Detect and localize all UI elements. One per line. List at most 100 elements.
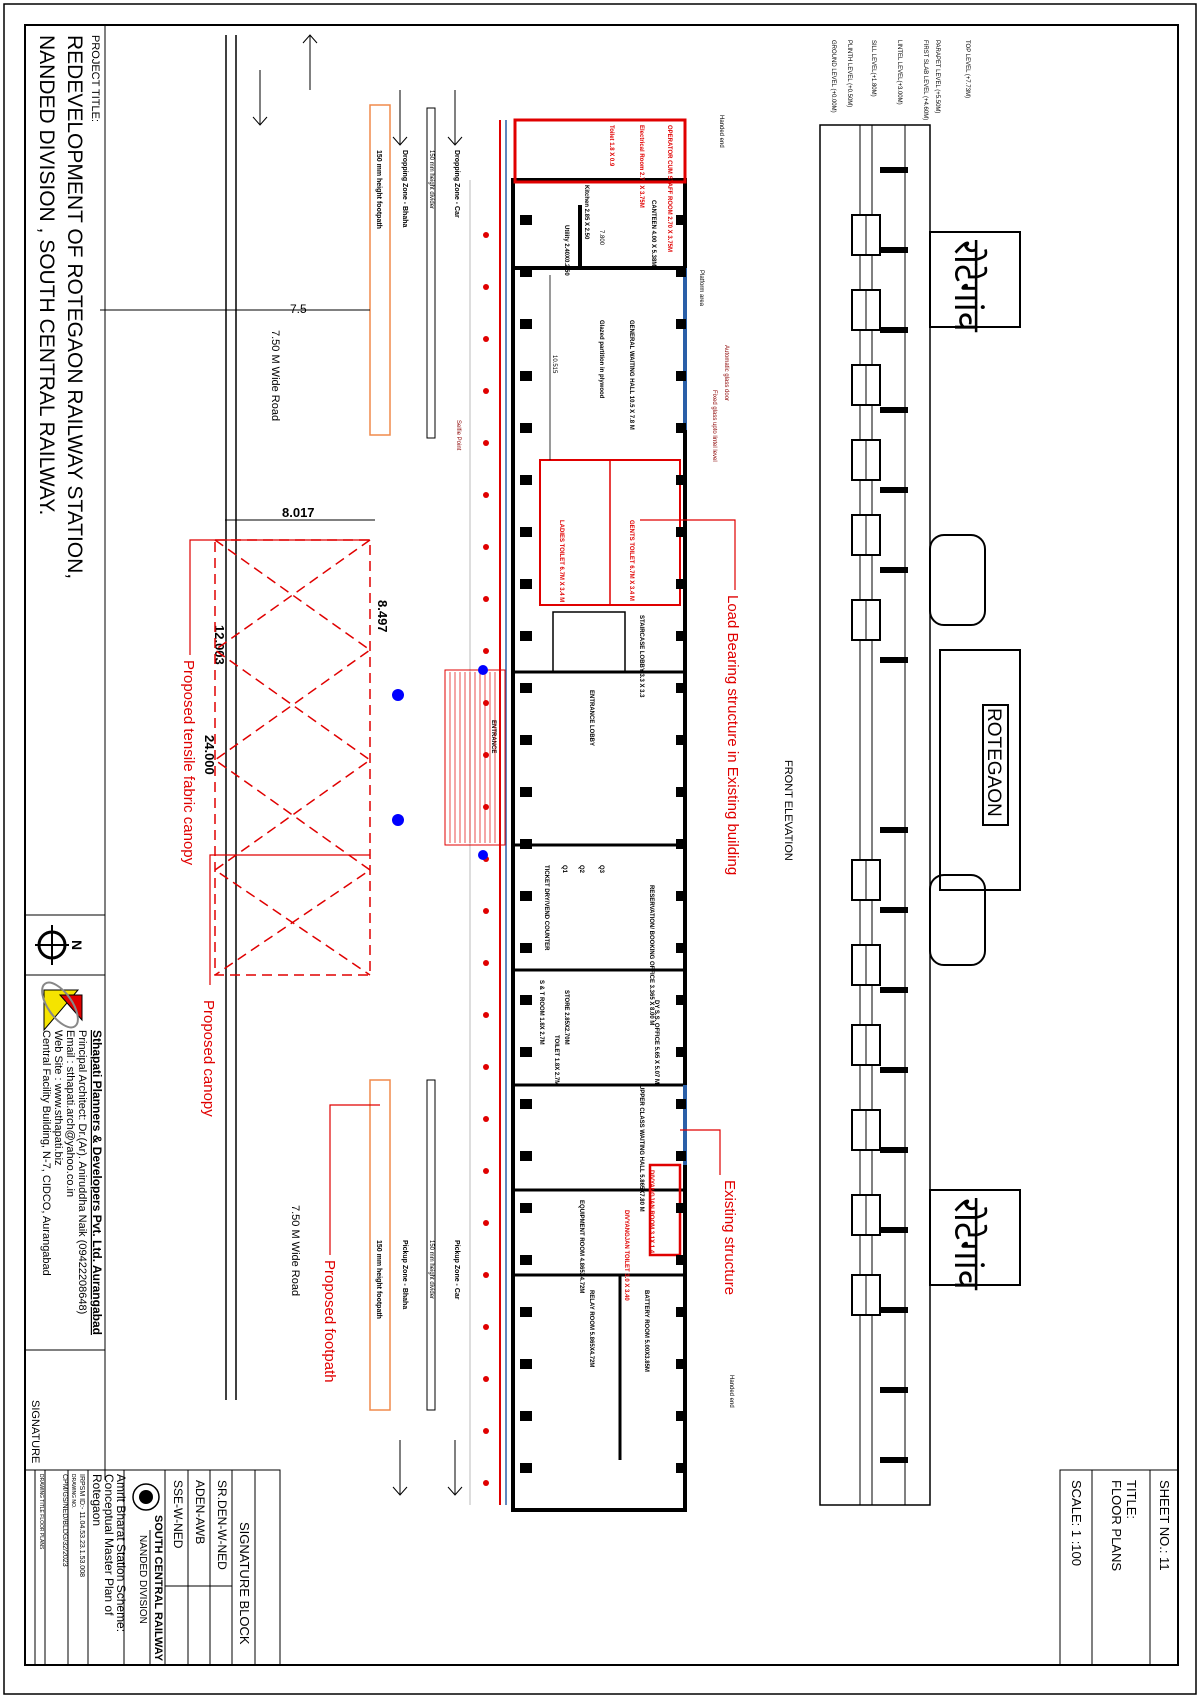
room-label: DIVYANGJAN ROOM 3.1X 1.4: [648, 1170, 654, 1254]
column: [676, 1047, 686, 1057]
bollard-marker: [483, 1012, 489, 1018]
sheet-number: SHEET NO.: 11: [1157, 1480, 1172, 1571]
column: [520, 1359, 532, 1369]
room-label: CANTEEN 4.00 X 5.38M: [650, 200, 656, 266]
room-label: RESERVATION/ BOOKING OFFICE 3.365 X 8.00…: [648, 885, 654, 1025]
left-title-strip: PROJECT TITLE: REDEVELOPMENT OF ROTEGAON…: [25, 25, 106, 1480]
elevation-lamp-post: [880, 1307, 908, 1313]
column-marker: [478, 850, 488, 860]
elevation-lamp-post: [880, 1457, 908, 1463]
firm-name: Sthapati Planners & Developers Pvt. Ltd.…: [90, 1030, 104, 1335]
elevation-level-label: LINTEL LEVEL(+3.00M): [896, 40, 902, 105]
elevation-lamp-post: [880, 987, 908, 993]
room-label: UPPER CLASS WAITING HALL 5.865X7.80 M: [638, 1085, 644, 1212]
tensile-canopy: [213, 539, 372, 976]
forecourt: 7.50 M Wide Road 7.50 M Wide Road 150 mm…: [100, 34, 463, 1496]
column: [676, 735, 686, 745]
column: [520, 527, 532, 537]
room-label: STAIRCASE LOBBY 3.3 X 3.3: [638, 615, 644, 698]
note-fixed-glass: Fixed glass upto lintel level: [711, 390, 717, 462]
room-label: Electrical Room 2.70 X 3.75M: [638, 125, 644, 208]
elevation-level-label: PARAPET LEVEL (+5.50M): [934, 40, 940, 113]
column: [676, 1099, 686, 1109]
north-arrow-icon: [35, 925, 69, 965]
bollard-marker: [483, 700, 489, 706]
elevation-lamp-post: [880, 407, 908, 413]
column: [520, 1463, 532, 1473]
column-marker: [392, 814, 404, 826]
column: [520, 891, 532, 901]
elevation-lamp-post: [880, 657, 908, 663]
column: [520, 1307, 532, 1317]
signature-block: SIGNATURE BLOCK SR.DEN-W-NED ADEN-AWB SS…: [24, 1469, 281, 1666]
elevation-sign-main: [982, 704, 1009, 826]
column: [520, 631, 532, 641]
column: [676, 215, 686, 225]
title-label: TITLE:: [1124, 1480, 1139, 1519]
column: [676, 267, 686, 277]
divider-bottom: [426, 1079, 436, 1411]
column: [520, 1151, 532, 1161]
column: [520, 943, 532, 953]
project-label: PROJECT TITLE:: [89, 35, 101, 122]
bollard-marker: [483, 1272, 489, 1278]
dim-8017: 8.017: [282, 505, 315, 520]
signature-block-title: SIGNATURE BLOCK: [237, 1522, 252, 1645]
column: [520, 1047, 532, 1057]
drawing-no: CPM/GS/NED/BLDG/32/2023: [61, 1474, 68, 1567]
footpath-bottom: [369, 1079, 391, 1411]
note-handed-end: Handed end: [728, 1375, 734, 1408]
column: [520, 787, 532, 797]
dim-hall-length: 10.515: [551, 355, 557, 374]
divider-top: [426, 107, 436, 439]
bollard-marker: [483, 752, 489, 758]
room-label: ENTRANCE: [490, 720, 496, 753]
dim-8497: 8.497: [375, 600, 390, 633]
callout-proposed-canopy: Proposed canopy: [200, 1000, 217, 1117]
column: [676, 995, 686, 1005]
callouts: [189, 519, 736, 1255]
column: [676, 943, 686, 953]
outer-border: [3, 3, 1197, 1695]
room-label: Glazed partition in plywood: [598, 320, 604, 399]
room-label: TICKET DRY/VEND COUNTER: [543, 865, 549, 951]
project-title-line1: REDEVELOPMENT OF ROTEGAON RAILWAY STATIO…: [63, 35, 86, 579]
room-label: Kitchen 2.85 X 2.50: [583, 185, 589, 240]
road-label: 7.50 M Wide Road: [289, 1205, 301, 1296]
project-title-line2: NANDED DIVISION , SOUTH CENTRAL RAILWAY.: [35, 35, 58, 515]
firm-website: Web Site : www.sthapati.biz: [52, 1030, 64, 1166]
column: [520, 1411, 532, 1421]
road-label: 7.50 M Wide Road: [269, 330, 281, 421]
sign-local-text: रोटेगांव: [947, 240, 988, 333]
elevation-lamp-post: [880, 1387, 908, 1393]
column: [676, 371, 686, 381]
column: [676, 1411, 686, 1421]
sheet-scale: SCALE: 1 :100: [1069, 1480, 1084, 1566]
room-label: S & T ROOM 1.8X 2.7M: [538, 980, 544, 1045]
column: [520, 1255, 532, 1265]
elevation-lamp-post: [880, 567, 908, 573]
railway-logo-icon: [132, 1483, 160, 1511]
footpath-top: [369, 104, 391, 436]
bollard-marker: [483, 544, 489, 550]
column: [520, 995, 532, 1005]
front-elevation: रोटेगांव रोटेगांव ROTEGAON FRONT ELEVATI…: [782, 40, 1021, 1506]
room-label: OPERATOR CUM STAFF ROOM 2.70 X 3.75M: [666, 125, 672, 252]
callout-load-bearing: Load Bearing structure in Existing build…: [724, 595, 741, 875]
sheet-title: FLOOR PLANS: [1109, 1480, 1124, 1571]
room-label: LADIES TOILET 6.7M X 3.4 M: [558, 520, 564, 602]
elevation-level-label: TOP LEVEL (+7.73M): [964, 40, 970, 98]
elevation-sign-local: [929, 231, 1021, 328]
column: [676, 1203, 686, 1213]
note-handed-end: Handed end: [718, 115, 724, 148]
elevation-lamp-post: [880, 1147, 908, 1153]
bollard-marker: [483, 492, 489, 498]
callout-existing-structure: Existing structure: [721, 1180, 738, 1295]
firm-address: Central Facility Building, N-7, CIDCO, A…: [40, 1030, 52, 1276]
railway-division: NANDED DIVISION: [137, 1535, 148, 1624]
bollard-marker: [483, 232, 489, 238]
column: [520, 579, 532, 589]
bollard-marker: [483, 908, 489, 914]
elevation-lamp-post: [880, 827, 908, 833]
arrowhead-icon: [252, 116, 268, 126]
